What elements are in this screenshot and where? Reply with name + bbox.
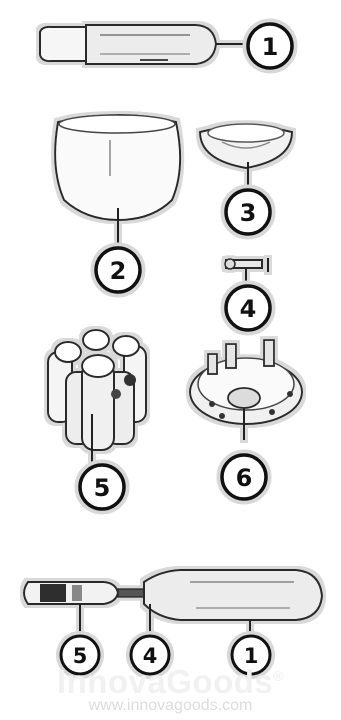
callout-number: 1 <box>262 33 279 61</box>
callout-1-bottom: 1 <box>227 631 275 679</box>
callout-6: 6 <box>216 449 272 505</box>
assembled-trimmer <box>23 569 324 636</box>
callout-4: 4 <box>220 280 276 336</box>
watermark-url: www.innovagoods.com <box>88 697 253 714</box>
blade-head-part <box>47 329 147 462</box>
callout-3: 3 <box>220 184 276 240</box>
callout-number: 1 <box>244 644 259 668</box>
small-cap-part <box>198 123 294 190</box>
watermark-brand-text: InnovaGoods <box>56 663 274 700</box>
large-cap-part <box>54 114 182 244</box>
callout-number: 6 <box>236 464 253 492</box>
callout-4-bottom: 4 <box>126 631 174 679</box>
watermark-brand: InnovaGoods® <box>0 663 341 701</box>
trimmer-body-part <box>39 24 244 65</box>
callout-number: 4 <box>143 644 158 668</box>
gear-plate-part <box>189 339 303 440</box>
callout-number: 2 <box>110 257 127 285</box>
callout-number: 4 <box>240 295 257 323</box>
registered-mark: ® <box>273 668 285 684</box>
callout-number: 5 <box>94 474 111 502</box>
callout-2: 2 <box>90 242 146 298</box>
callout-5-bottom: 5 <box>56 631 104 679</box>
callout-1-top: 1 <box>242 18 298 74</box>
callout-5: 5 <box>74 459 130 515</box>
callout-number: 5 <box>73 644 88 668</box>
callout-number: 3 <box>240 199 257 227</box>
